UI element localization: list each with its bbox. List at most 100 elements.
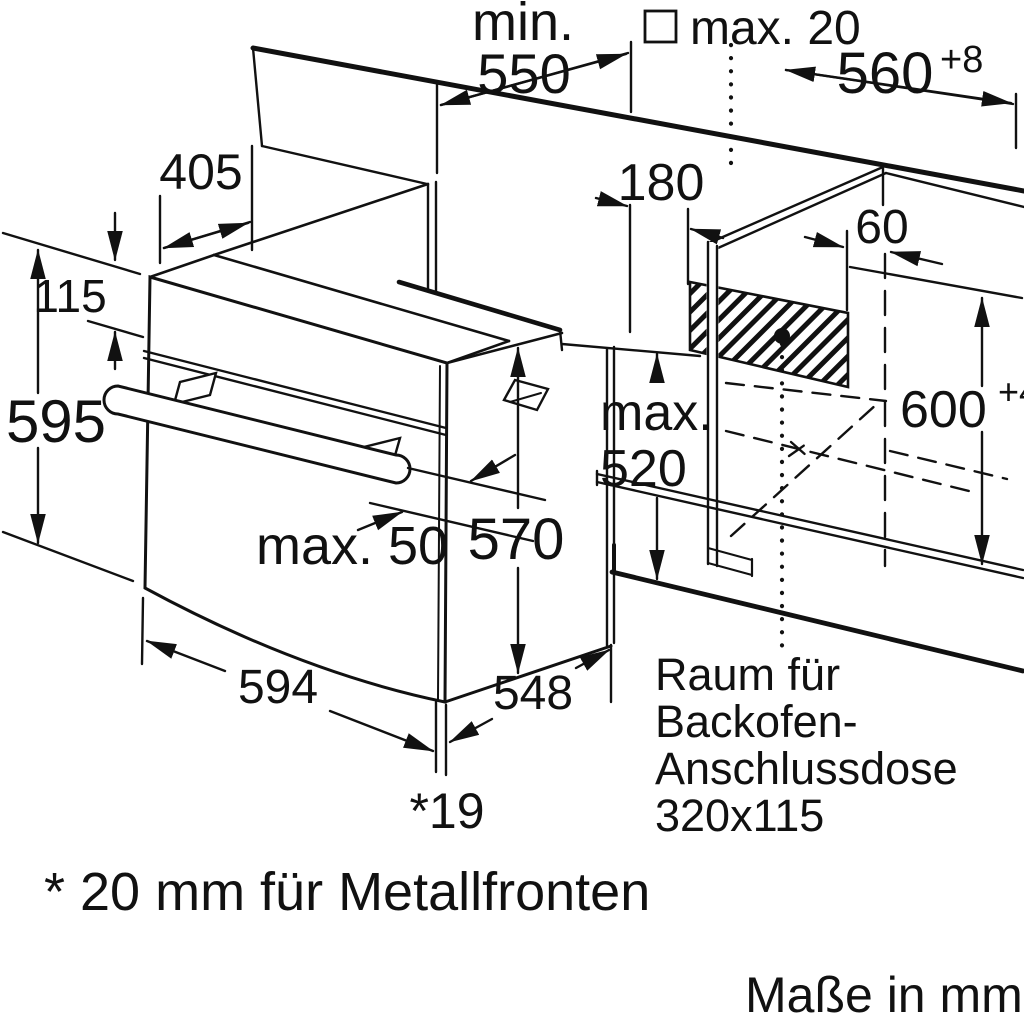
dim-worktop-depth-value: 550 xyxy=(477,42,570,105)
dim-socket-offset: 180 xyxy=(594,154,725,334)
panel-bottom-inner-edge xyxy=(142,356,448,437)
dim-niche-width-value: 560 xyxy=(837,41,934,106)
oven-top xyxy=(148,180,702,365)
cabinet-top-edge xyxy=(884,171,1024,209)
dimension-arrow xyxy=(889,250,944,267)
extension-line xyxy=(1,231,142,276)
oven-side xyxy=(443,331,616,704)
dim-oven-body-depth-value: 548 xyxy=(493,667,573,720)
dim-niche-height: 600 +4 xyxy=(900,296,1024,566)
control-panel xyxy=(142,349,448,700)
dim-oven-width-value: 594 xyxy=(238,661,318,714)
reference-line xyxy=(406,466,547,502)
dim-rear-clearance: max. 20 xyxy=(643,2,861,55)
dim-niche-height-tolerance: +4 xyxy=(998,371,1024,412)
worktop-front-edge xyxy=(250,45,1024,194)
hidden-cross-mark xyxy=(787,440,811,458)
chassis-rear-step xyxy=(558,328,702,358)
handle-bracket-left xyxy=(172,371,218,406)
niche-top-front-edge xyxy=(707,165,885,245)
square-symbol xyxy=(643,9,678,44)
dim-control-panel-height-value: 115 xyxy=(33,270,106,322)
dimension-arrow xyxy=(356,510,404,532)
dim-oven-width: 594 xyxy=(140,596,435,753)
reference-line xyxy=(368,501,535,543)
dimension-arrow xyxy=(162,221,250,250)
dim-oven-body-depth: 548 xyxy=(448,643,613,744)
niche-ceiling-edge xyxy=(848,265,1024,300)
connection-box xyxy=(688,280,850,389)
dimension-arrow xyxy=(145,639,227,673)
dim-rear-clearance-label: max. 20 xyxy=(690,2,861,55)
footnote-metal-fronts: * 20 mm für Metallfronten xyxy=(44,862,650,922)
connection-note-line-1: Raum für xyxy=(655,649,840,700)
vent-slot xyxy=(502,378,550,412)
dim-niche-width-tolerance: +8 xyxy=(940,39,983,81)
dimensions: min. 550 max. 20 560 +8 405 11 xyxy=(1,0,1024,839)
dimension-arrow xyxy=(469,453,517,483)
hidden-edge-top xyxy=(724,381,888,403)
niche-shelf-front-edge xyxy=(595,472,1024,572)
hidden-edge-diagonal xyxy=(729,401,880,538)
dimension-arrow xyxy=(689,227,725,245)
handle-bar xyxy=(102,384,412,485)
top-strip-left-edge xyxy=(148,253,216,279)
extension-line xyxy=(140,596,145,666)
dim-top-recess-depth: 405 xyxy=(158,144,254,265)
connection-note-line-4: 320x115 xyxy=(655,790,824,841)
niche-shelf-inner-edge xyxy=(595,480,1024,580)
connection-point-dot xyxy=(774,328,790,344)
dim-clearance-height: max. 520 xyxy=(600,352,713,581)
dimension-arrow xyxy=(439,52,628,107)
dim-handle-protrusion-label: max. 50 xyxy=(256,516,448,576)
door-right-inner-edge xyxy=(437,365,441,700)
dimension-arrow xyxy=(784,68,1013,107)
dimension-arrow xyxy=(574,648,611,671)
door-handle xyxy=(102,371,412,485)
cabinet-niche xyxy=(595,42,1024,674)
dim-top-recess-depth-value: 405 xyxy=(159,144,242,200)
dim-socket-offset-value: 180 xyxy=(618,154,705,212)
dim-oven-height-value: 595 xyxy=(6,388,106,455)
dimension-arrow xyxy=(803,232,845,249)
pillar-foot xyxy=(706,546,754,578)
dim-clearance-prefix: max. xyxy=(600,384,713,442)
dim-socket-depth: 60 xyxy=(803,201,944,312)
dim-control-panel-height: 115 xyxy=(33,211,145,371)
chassis-left-depth-edge xyxy=(212,182,430,257)
oven xyxy=(102,180,702,704)
dim-clearance-height-value: 520 xyxy=(600,440,687,498)
dim-worktop-depth: min. 550 xyxy=(435,0,633,175)
dim-worktop-depth-prefix: min. xyxy=(472,0,574,52)
extension-line xyxy=(86,319,145,339)
dim-front-overhang-value: *19 xyxy=(409,783,484,839)
base-front-edge xyxy=(609,569,1024,674)
dim-handle-protrusion: max. 50 xyxy=(256,453,547,576)
extension-line xyxy=(1,530,135,583)
dim-niche-width: 560 +8 xyxy=(784,39,1015,107)
connection-note-line-3: Anschlussdose xyxy=(655,743,958,794)
dimension-arrow xyxy=(328,709,435,753)
dimension-arrow xyxy=(594,191,629,208)
hidden-edge-bottom xyxy=(888,449,1009,481)
dim-niche-height-value: 600 xyxy=(900,381,987,439)
side-top-edge xyxy=(445,331,564,365)
worktop-underside-edge xyxy=(260,144,429,186)
dim-oven-body-height: 570 xyxy=(468,346,565,675)
dim-oven-height: 595 xyxy=(1,231,142,583)
oven-front-face xyxy=(143,275,449,704)
worktop-left-end xyxy=(251,46,264,148)
notes: Raum für Backofen- Anschlussdose 320x115… xyxy=(44,649,1023,1020)
dimension-arrow xyxy=(448,717,494,744)
units-note: Maße in mm xyxy=(745,967,1023,1020)
hidden-oven-outline xyxy=(724,381,1009,538)
chassis-top-back-edge xyxy=(396,279,563,333)
connection-note-line-2: Backofen- xyxy=(655,696,858,747)
dim-oven-body-height-value: 570 xyxy=(468,507,565,572)
top-strip-back-edge xyxy=(212,253,511,343)
dim-socket-depth-value: 60 xyxy=(855,201,908,254)
vent-slot-inner xyxy=(509,392,542,403)
hidden-edge-front xyxy=(724,429,975,494)
